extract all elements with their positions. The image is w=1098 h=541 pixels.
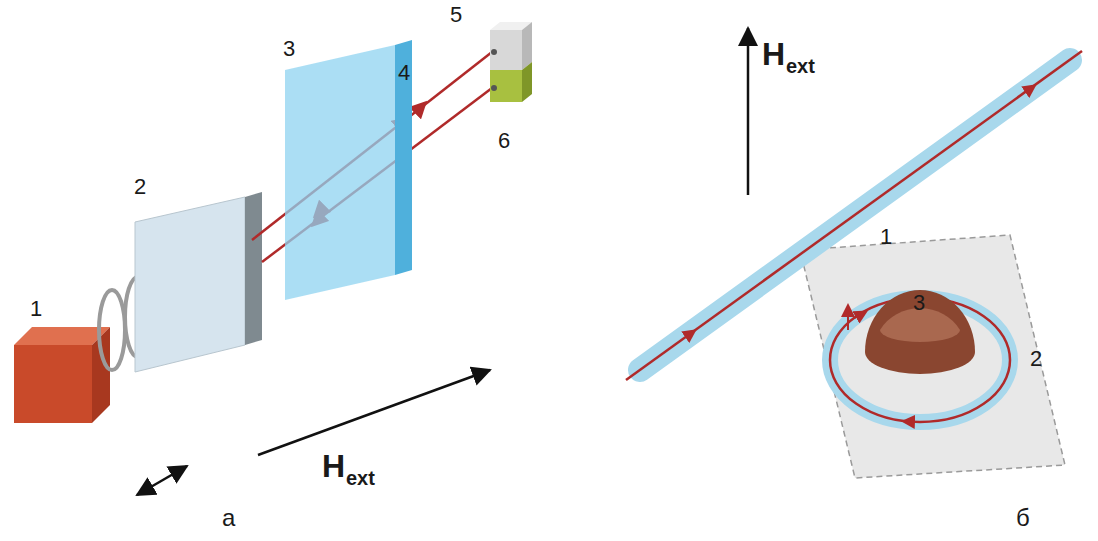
callout-number: 1: [30, 298, 42, 320]
callout-number: 1: [880, 226, 892, 248]
field-arrow: [258, 370, 490, 455]
callout-number: 6: [498, 130, 510, 152]
panel-letter: б: [1016, 506, 1030, 530]
field-subscript: ext: [786, 56, 815, 76]
field-symbol: H: [762, 38, 785, 70]
callout-number: 5: [450, 4, 462, 26]
panel-letter: а: [222, 506, 235, 530]
motion-arrow: [137, 466, 187, 495]
substrate: [800, 235, 1065, 478]
callout-number: 4: [398, 62, 410, 84]
mirror-plate: [135, 192, 262, 372]
magnet-cube: [14, 327, 110, 423]
field-arrow: [747, 28, 750, 195]
waveguide: [626, 51, 1082, 380]
callout-number: 2: [134, 176, 146, 198]
laser-box: [490, 62, 532, 102]
glass-plate: [285, 40, 412, 300]
callout-number: 2: [1030, 348, 1042, 370]
hemisphere: [865, 290, 975, 374]
callout-number: 3: [283, 38, 295, 60]
field-subscript: ext: [346, 468, 375, 488]
field-symbol: H: [322, 450, 345, 482]
detector-box: [490, 22, 532, 70]
callout-number: 3: [913, 292, 925, 314]
